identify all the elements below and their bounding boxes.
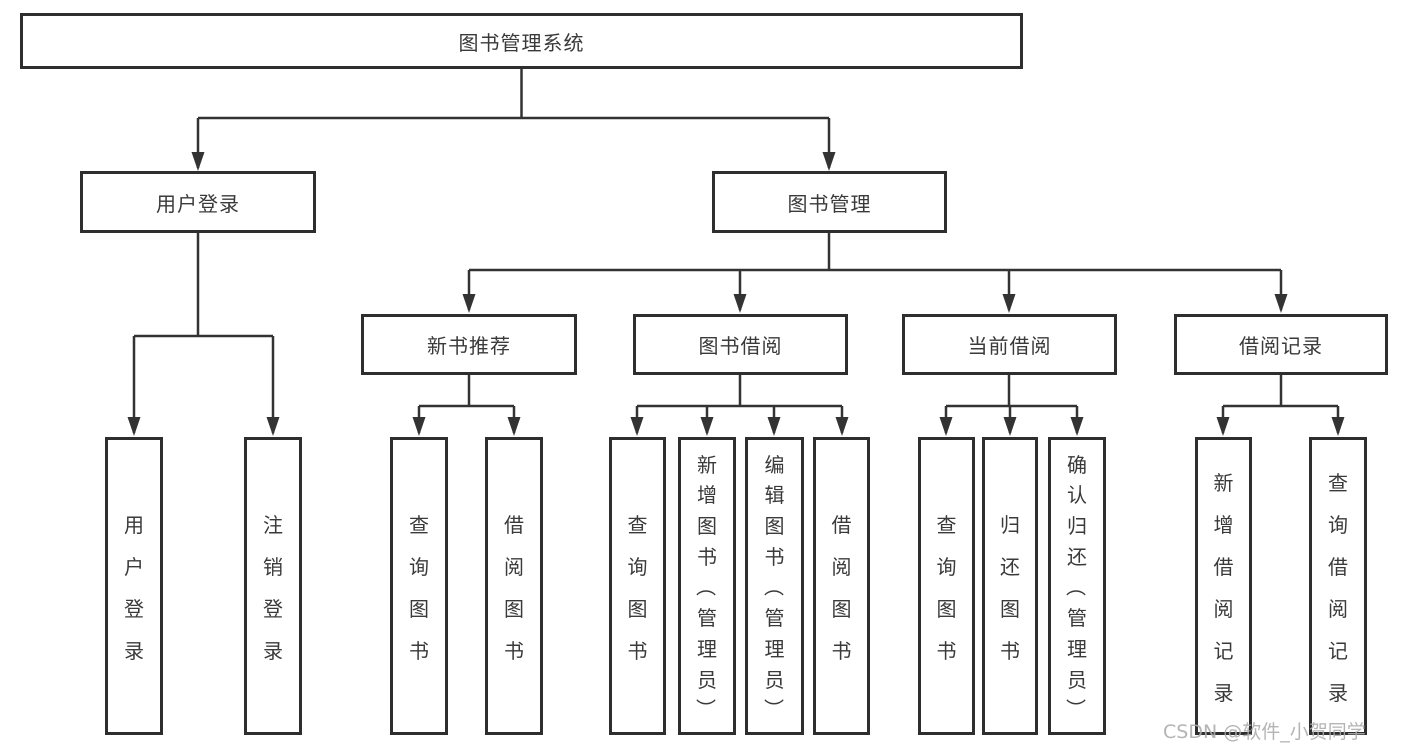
node-label: 查询图书 (936, 512, 957, 663)
node-borrow-book: 借阅图书 (813, 437, 870, 735)
node-query-books-borrow: 查询图书 (609, 437, 666, 735)
node-return-book: 归还图书 (982, 437, 1038, 735)
node-label: 借阅记录 (1239, 334, 1323, 358)
node-label: 借阅图书 (831, 512, 852, 663)
node-label: 用户登录 (156, 191, 240, 216)
node-book-management: 图书管理 (712, 171, 947, 233)
node-book-borrowing: 图书借阅 (633, 314, 848, 375)
node-label: 新增借阅记录 (1213, 470, 1234, 705)
node-query-books-current: 查询图书 (918, 437, 975, 735)
node-label: 确认归还（管理员） (1063, 452, 1088, 719)
node-label: 当前借阅 (967, 334, 1052, 358)
node-query-borrow-record: 查询借阅记录 (1309, 437, 1367, 735)
watermark: CSDN @软件_小贺同学 (1163, 721, 1366, 743)
node-edit-book-admin: 编辑图书（管理员） (745, 437, 804, 735)
node-label: 查询图书 (627, 512, 648, 663)
node-new-book-recommendation: 新书推荐 (361, 314, 577, 375)
node-label: 注销登录 (263, 512, 283, 663)
node-add-borrow-record: 新增借阅记录 (1195, 437, 1252, 735)
node-borrow-books-recommend: 借阅图书 (485, 437, 543, 735)
node-label: 用户登录 (124, 512, 144, 663)
node-label: 新增图书（管理员） (693, 452, 718, 719)
node-label: 借阅图书 (504, 512, 524, 663)
node-current-borrowing: 当前借阅 (902, 314, 1117, 375)
node-query-books-recommend: 查询图书 (390, 437, 448, 735)
node-confirm-return-admin: 确认归还（管理员） (1048, 437, 1106, 735)
node-root: 图书管理系统 (20, 13, 1023, 69)
node-label: 新书推荐 (427, 334, 511, 358)
node-user-login-leaf: 用户登录 (105, 437, 163, 735)
node-borrowing-records: 借阅记录 (1174, 314, 1388, 375)
node-label: 归还图书 (1000, 512, 1020, 663)
node-label: 图书借阅 (698, 334, 783, 358)
node-label: 图书管理系统 (458, 30, 585, 55)
node-label: 编辑图书（管理员） (761, 452, 786, 719)
node-label: 图书管理 (787, 191, 872, 216)
node-logout: 注销登录 (244, 437, 302, 735)
node-add-book-admin: 新增图书（管理员） (678, 437, 736, 735)
node-user-login: 用户登录 (80, 171, 316, 233)
node-label: 查询图书 (409, 512, 429, 663)
node-label: 查询借阅记录 (1328, 470, 1348, 705)
